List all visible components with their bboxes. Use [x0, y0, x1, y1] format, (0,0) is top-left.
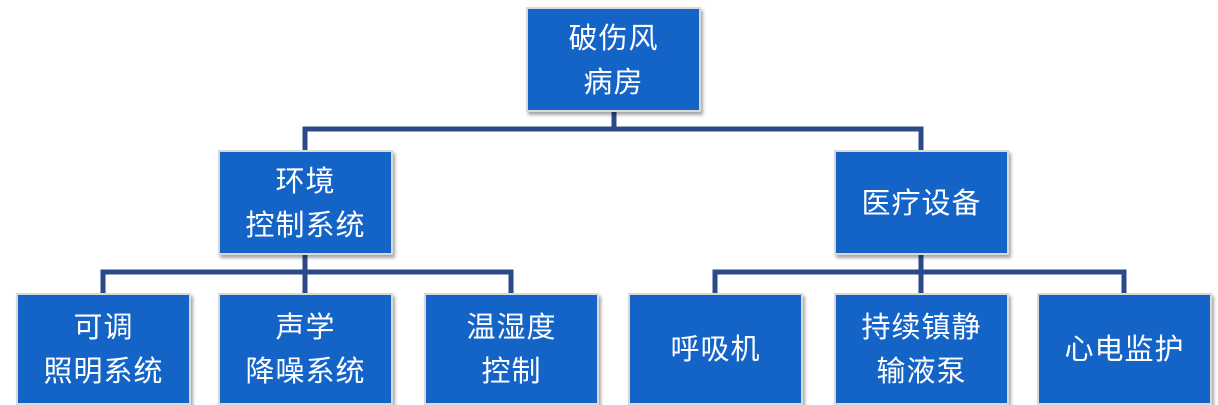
node-root: 破伤风 病房 [526, 7, 701, 112]
node-acoustic-noise-reduction: 声学 降噪系统 [218, 293, 393, 405]
node-ecg-monitor-line-1: 心电监护 [1064, 332, 1185, 366]
node-temperature-humidity-control-line-2: 控制 [481, 354, 542, 388]
node-environment-control: 环境 控制系统 [218, 150, 393, 255]
node-sedation-infusion-pump: 持续镇静 输液泵 [834, 293, 1009, 405]
node-medical-equipment: 医疗设备 [834, 150, 1009, 255]
node-environment-control-line-1: 环境 [275, 163, 336, 198]
node-ventilator: 呼吸机 [628, 293, 803, 405]
node-adjustable-lighting: 可调 照明系统 [16, 293, 191, 405]
node-environment-control-line-2: 控制系统 [245, 207, 366, 242]
node-ventilator-line-1: 呼吸机 [670, 332, 761, 366]
node-ecg-monitor: 心电监护 [1037, 293, 1212, 405]
node-sedation-infusion-pump-line-1: 持续镇静 [861, 310, 982, 344]
node-acoustic-noise-reduction-line-2: 降噪系统 [245, 354, 366, 388]
node-adjustable-lighting-line-1: 可调 [73, 310, 134, 344]
node-sedation-infusion-pump-line-2: 输液泵 [876, 354, 967, 388]
node-acoustic-noise-reduction-line-1: 声学 [275, 310, 336, 344]
node-root-line-1: 破伤风 [568, 20, 659, 55]
node-temperature-humidity-control: 温湿度 控制 [424, 293, 599, 405]
node-adjustable-lighting-line-2: 照明系统 [43, 354, 164, 388]
node-root-line-2: 病房 [583, 64, 644, 99]
node-temperature-humidity-control-line-1: 温湿度 [466, 310, 557, 344]
node-medical-equipment-line-1: 医疗设备 [861, 185, 982, 220]
